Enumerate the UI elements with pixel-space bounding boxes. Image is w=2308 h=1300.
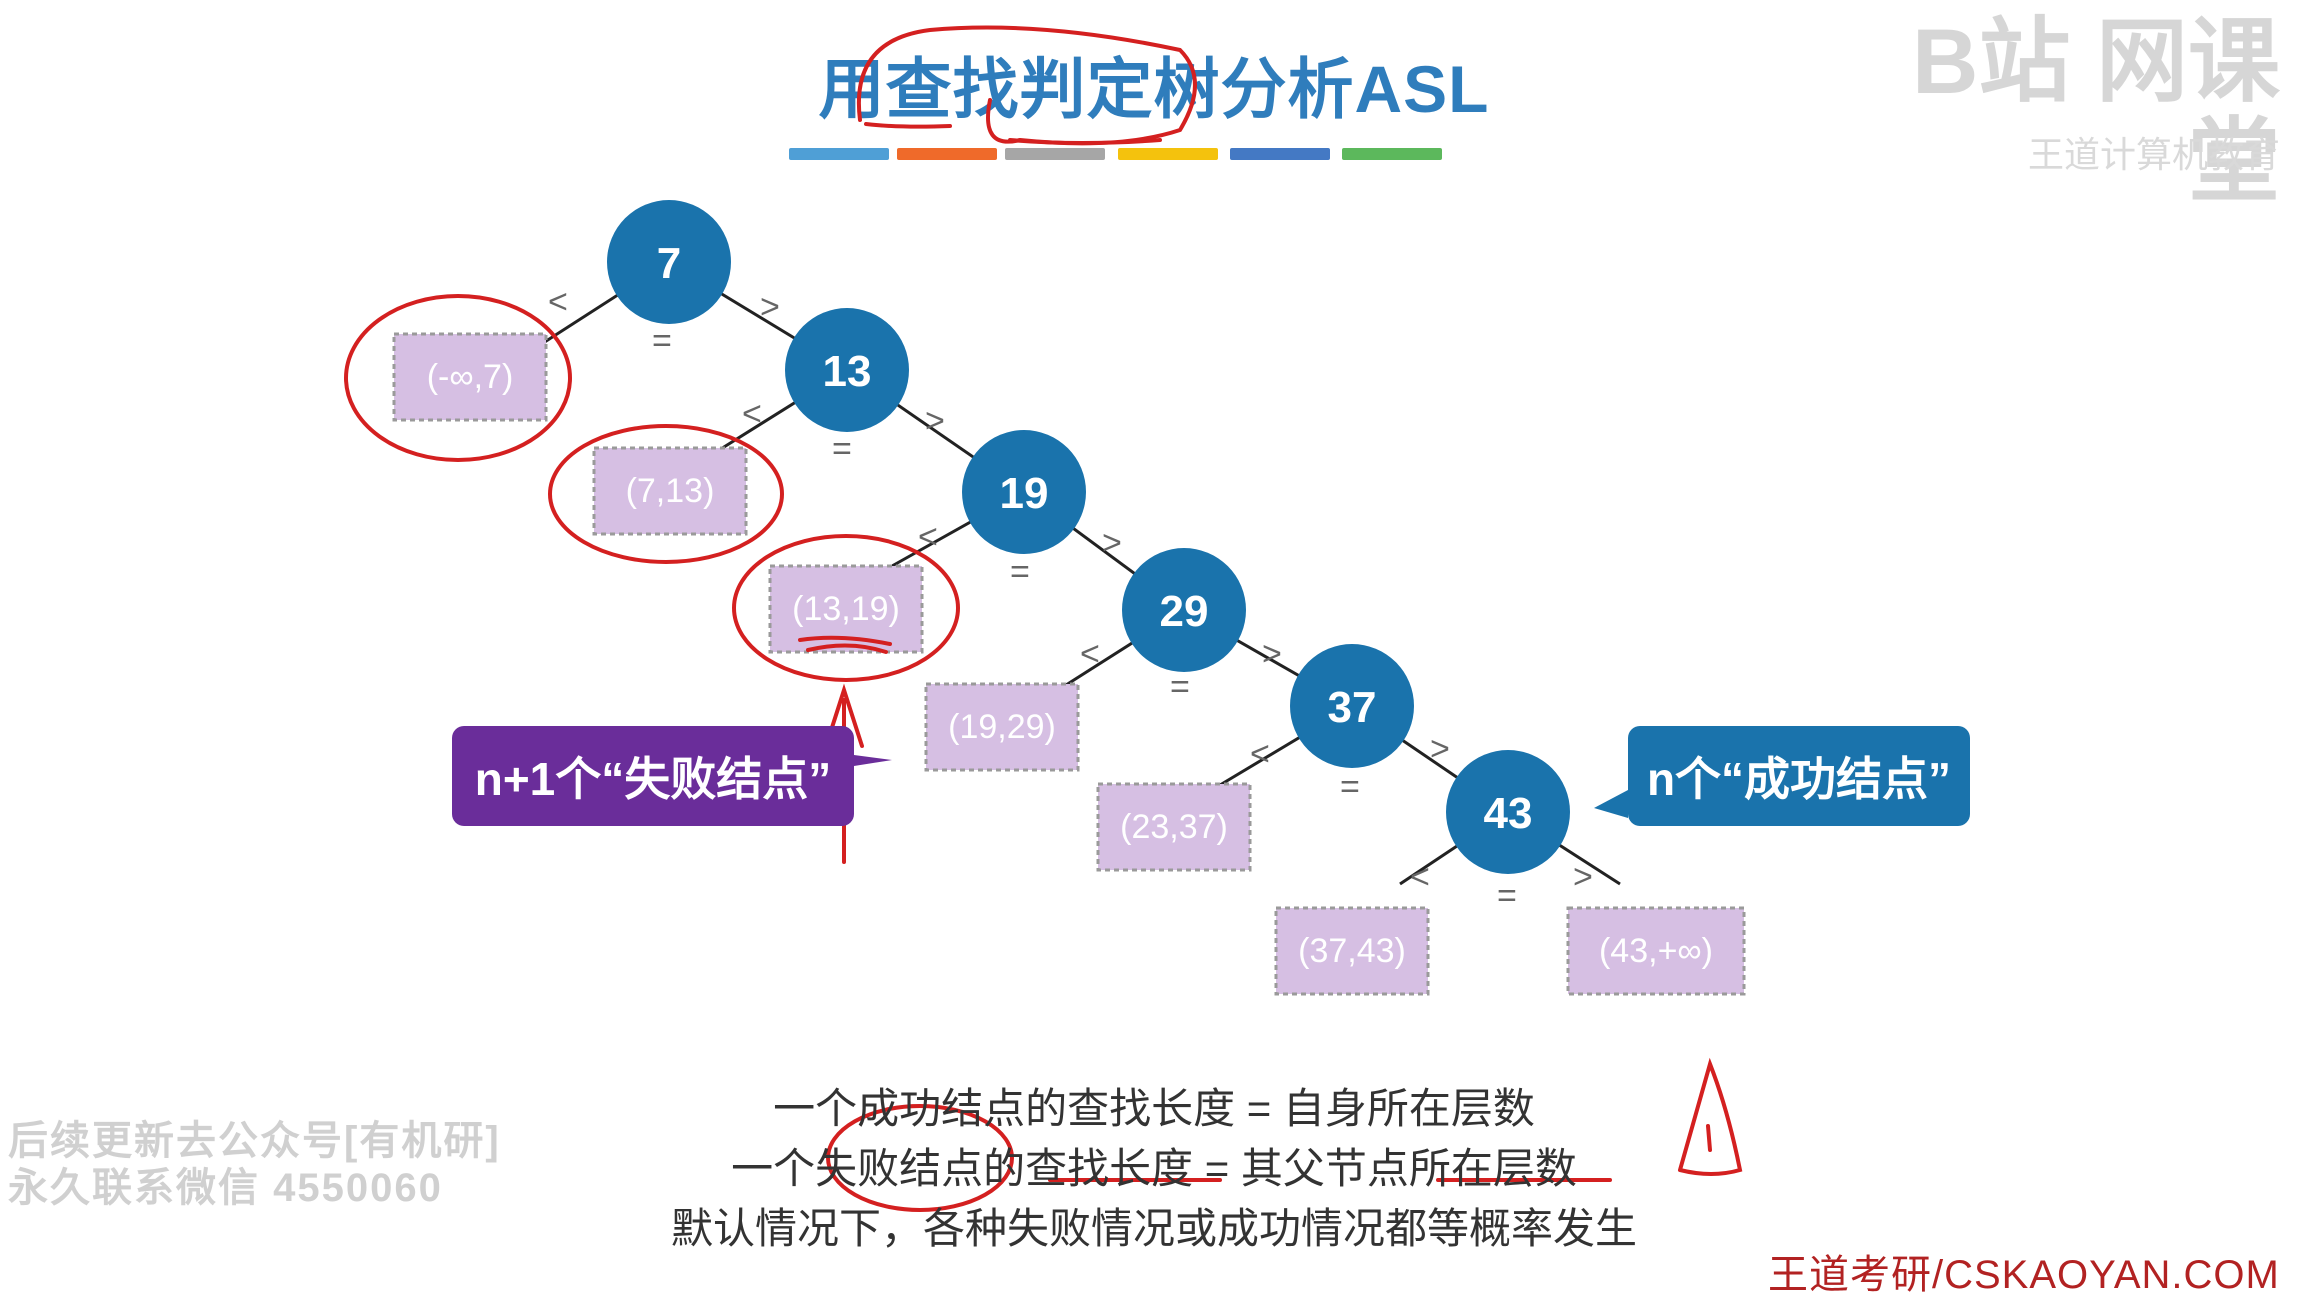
edge-label-less: < — [1410, 858, 1430, 896]
title-color-bar-3 — [1005, 148, 1105, 160]
watermark-logo: B站 网课堂 — [1911, 11, 2280, 213]
tree-node: 43 — [1484, 789, 1533, 838]
edge-label-less: < — [548, 283, 568, 321]
success-callout-pointer — [1594, 790, 1628, 818]
tree-node: 19 — [1000, 469, 1049, 518]
leaf-label: (23,37) — [1120, 808, 1228, 846]
edge-label-greater: > — [925, 402, 945, 440]
edge-label-equal: = — [1340, 768, 1360, 806]
edge-label-less: < — [1080, 635, 1100, 673]
leaf-circle-annotation — [732, 534, 960, 682]
title-color-bar-1 — [789, 148, 889, 160]
page-title: 用查找判定树分析ASL — [818, 52, 1490, 126]
edge-label-less: < — [742, 395, 762, 433]
edge-label-equal: = — [832, 430, 852, 468]
edge-label-greater: > — [1573, 858, 1593, 896]
tree-node: 13 — [823, 347, 872, 396]
leaf-circle-annotation — [548, 424, 784, 564]
leaf-label: (-∞,7) — [427, 358, 514, 396]
tree-node: 37 — [1328, 683, 1377, 732]
failure-callout-pointer — [854, 755, 892, 766]
leaf-circle-annotation — [344, 294, 572, 462]
text-circle-annotation — [826, 1104, 1014, 1212]
title-color-bar-4 — [1118, 148, 1218, 160]
leaf-label: (37,43) — [1298, 932, 1406, 970]
edge-label-less: < — [1250, 735, 1270, 773]
warning-mark-annotation — [1706, 1124, 1712, 1152]
left-watermark-line2: 永久联系微信 4550060 — [8, 1166, 443, 1210]
edge-label-greater: > — [1262, 635, 1282, 673]
watermark-subtitle: 王道计算机教育 — [2027, 134, 2280, 175]
title-color-bar-5 — [1230, 148, 1330, 160]
left-watermark-line1: 后续更新去公众号[有机研] — [8, 1119, 501, 1163]
strike-annotation — [798, 635, 892, 654]
leaf-label: (7,13) — [626, 472, 715, 510]
success-node-callout: n个“成功结点” — [1628, 726, 1970, 826]
edge-label-equal: = — [652, 322, 672, 360]
edge-label-equal: = — [1170, 668, 1190, 706]
failure-node-callout: n+1个“失败结点” — [452, 726, 854, 826]
title-color-bar-6 — [1342, 148, 1442, 160]
probability-text: 默认情况下，各种失败情况或成功情况都等概率发生 — [670, 1205, 1637, 1252]
footer-url: 王道考研/CSKAOYAN.COM — [1768, 1253, 2280, 1297]
title-underline-annotation — [1008, 138, 1162, 145]
edge-label-less: < — [918, 518, 938, 556]
edge-label-equal: = — [1497, 877, 1517, 915]
tree-diagram: < > = < > = < > = < > = < > = < > = (-∞,… — [344, 25, 1746, 1212]
edge-label-greater: > — [1102, 524, 1122, 562]
edge-label-greater: > — [1430, 730, 1450, 768]
leaf-label: (13,19) — [792, 590, 900, 628]
leaf-label: (19,29) — [948, 708, 1056, 746]
failure-length-text: 一个失败结点的查找长度 = 其父节点所在层数 — [731, 1145, 1577, 1192]
tree-node: 29 — [1160, 587, 1209, 636]
title-color-bar-2 — [897, 148, 997, 160]
title-underline-annotation — [864, 122, 952, 129]
edge-label-greater: > — [760, 288, 780, 326]
success-length-text: 一个成功结点的查找长度 = 自身所在层数 — [773, 1085, 1535, 1132]
edge-label-equal: = — [1010, 553, 1030, 591]
warning-triangle-annotation — [1678, 1057, 1743, 1176]
leaf-label: (43,+∞) — [1599, 932, 1713, 970]
tree-node: 7 — [657, 239, 681, 288]
